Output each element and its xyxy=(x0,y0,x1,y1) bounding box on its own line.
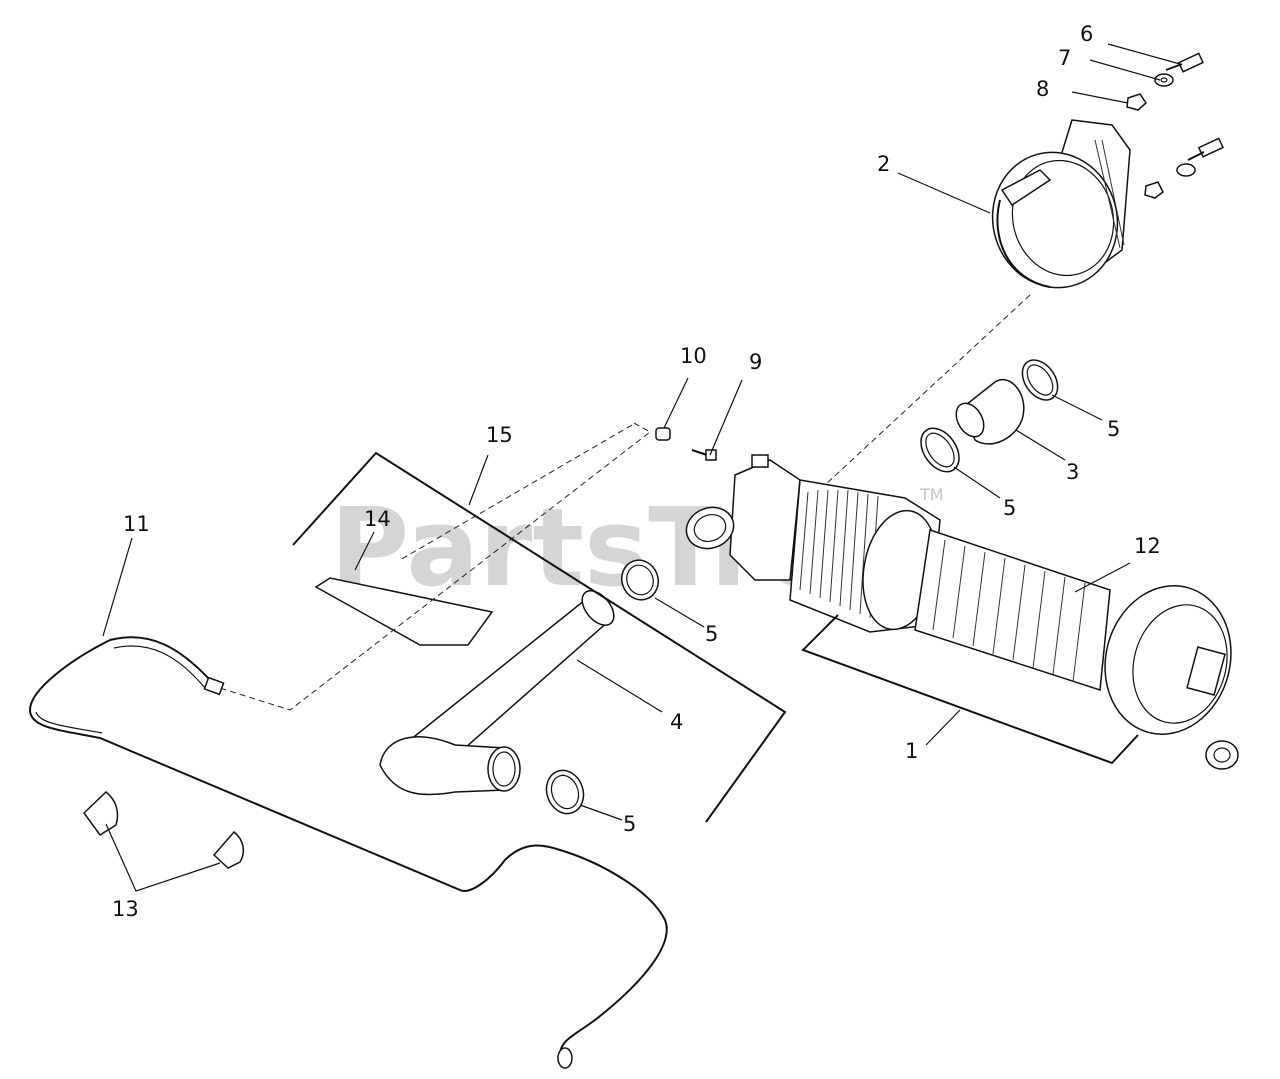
bolt-part-6 xyxy=(1165,52,1204,73)
cap-part-13-left xyxy=(83,791,119,837)
hose-clamp-part-5-mid xyxy=(920,427,960,473)
bolt-hardware-right xyxy=(1144,137,1224,199)
hose-clamp-part-5-top xyxy=(1021,359,1059,401)
watermark-trademark: TM xyxy=(919,485,944,504)
hose-clamp-part-5-bottom xyxy=(545,769,585,815)
callout-14: 14 xyxy=(364,507,391,531)
decal-part-14 xyxy=(314,577,494,646)
callout-7: 7 xyxy=(1058,46,1071,70)
screw-part-9 xyxy=(691,449,717,461)
callout-5-mid: 5 xyxy=(1003,496,1016,520)
callout-6: 6 xyxy=(1080,22,1093,46)
group-bracket-1 xyxy=(801,614,1139,765)
group-bracket-15 xyxy=(292,451,787,823)
callout-4: 4 xyxy=(670,710,683,734)
callout-11: 11 xyxy=(123,512,150,536)
tube-part-11 xyxy=(28,636,668,1069)
callout-2: 2 xyxy=(877,152,890,176)
washer-part-7 xyxy=(1154,73,1174,87)
air-cleaner-assembly-part-1 xyxy=(685,454,1239,770)
nut-part-8 xyxy=(1126,93,1147,111)
callout-5-left: 5 xyxy=(705,622,718,646)
sleeve-part-3 xyxy=(955,379,1025,445)
fitting-part-10 xyxy=(655,427,671,441)
callout-8: 8 xyxy=(1036,77,1049,101)
filter-element-part-12 xyxy=(914,529,1111,692)
hose-clamp-part-5-left xyxy=(621,559,659,601)
callout-1: 1 xyxy=(905,739,918,763)
callout-15: 15 xyxy=(486,423,513,447)
callout-5-bottom: 5 xyxy=(623,812,636,836)
mounting-bracket-part-2 xyxy=(991,119,1131,289)
callout-9: 9 xyxy=(749,350,762,374)
callout-10: 10 xyxy=(680,344,707,368)
callout-12: 12 xyxy=(1134,534,1161,558)
cap-part-13-right xyxy=(212,830,245,869)
callout-13: 13 xyxy=(112,897,139,921)
callout-3: 3 xyxy=(1066,460,1079,484)
callout-5-top: 5 xyxy=(1107,417,1120,441)
